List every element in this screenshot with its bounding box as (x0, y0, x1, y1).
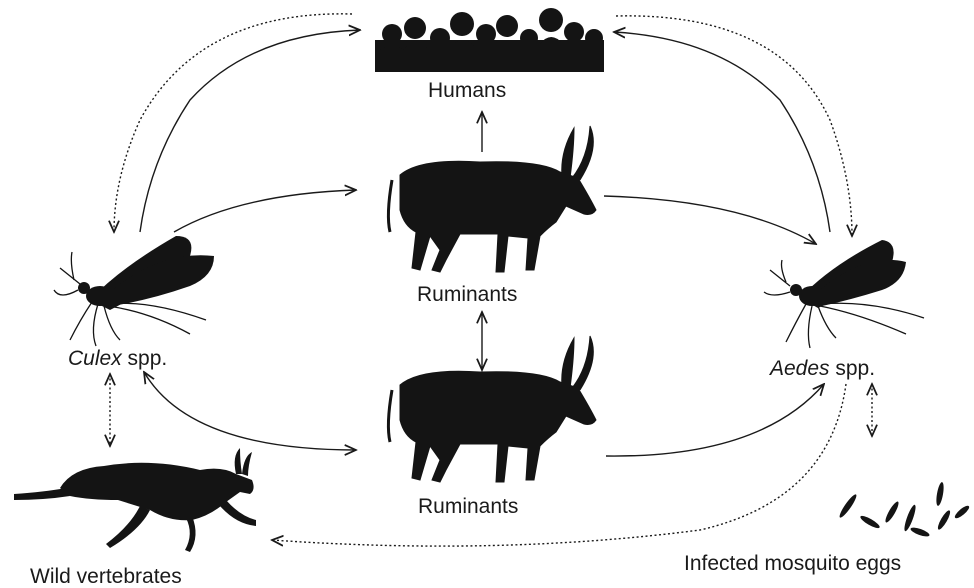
arrow-culex-to-ruminants-top (174, 190, 356, 232)
culex-label: Culex spp. (68, 348, 167, 369)
humans-crowd-icon (375, 8, 604, 72)
arrow-ruminants-top-to-aedes (604, 196, 816, 244)
mosquito-eggs-label: Infected mosquito eggs (684, 553, 901, 574)
aedes-suffix: spp. (830, 357, 876, 380)
ruminants-bottom-label: Ruminants (418, 496, 518, 517)
arrow-humans-to-culex (114, 14, 352, 232)
wild-vertebrate-icon (14, 448, 256, 552)
culex-mosquito-icon (54, 236, 214, 346)
aedes-label: Aedes spp. (770, 358, 875, 379)
ruminants-top-label: Ruminants (417, 284, 517, 305)
arrow-aedes-to-humans (614, 32, 830, 232)
aedes-mosquito-icon (764, 240, 924, 348)
mosquito-eggs-icon (838, 482, 971, 539)
culex-suffix: spp. (122, 347, 168, 370)
aedes-genus: Aedes (770, 357, 830, 380)
arrow-ruminants-bottom-to-aedes (606, 384, 824, 456)
ruminant-bottom-icon (388, 336, 596, 482)
culex-genus: Culex (68, 347, 122, 370)
arrow-humans-to-aedes (616, 16, 852, 236)
arrow-culex-to-humans (140, 30, 360, 232)
wild-vertebrates-label: Wild vertebrates (30, 566, 182, 587)
arrow-culex-ruminants-bottom (144, 372, 356, 450)
humans-label: Humans (428, 80, 506, 101)
ruminant-top-icon (388, 126, 596, 272)
